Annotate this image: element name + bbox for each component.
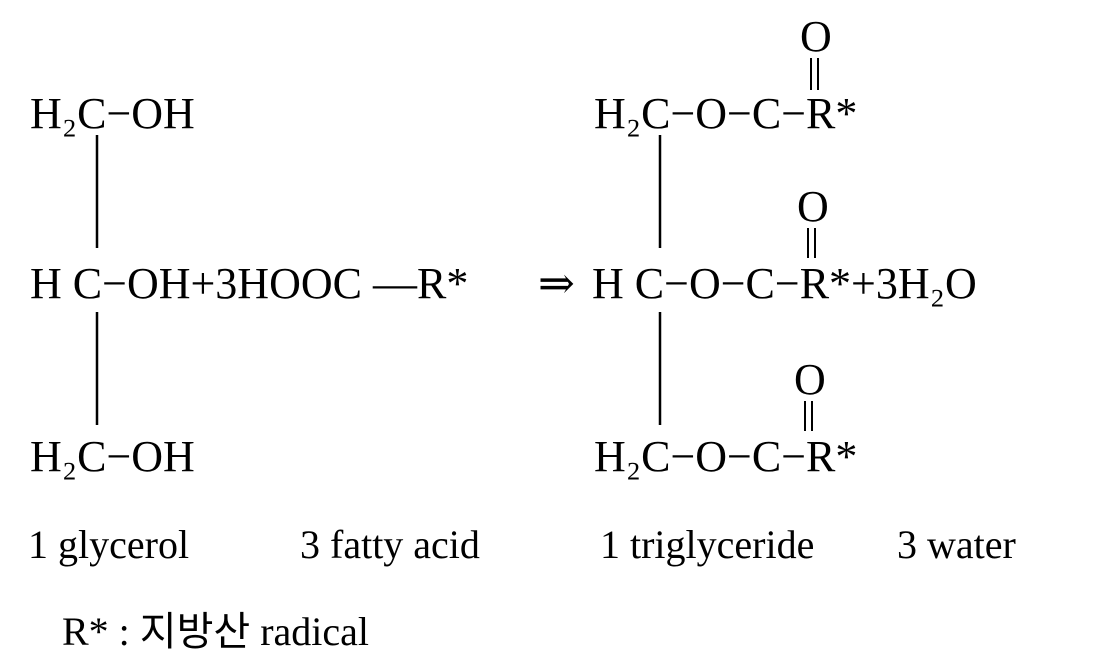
carbonyl-oxygen-bottom: O (794, 355, 826, 404)
reactant-row-bottom: H₂C−OH (30, 432, 195, 481)
label-triglyceride: 1 triglyceride (600, 522, 815, 567)
label-water: 3 water (897, 522, 1016, 567)
product-row-bottom: H₂C−O−C−R* (594, 432, 858, 481)
carbonyl-oxygen-top: O (800, 12, 832, 61)
product-row-top: H₂C−O−C−R* (594, 89, 858, 138)
footnote-r-radical: R* : 지방산 radical (62, 609, 370, 654)
label-fatty-acid: 3 fatty acid (300, 522, 480, 567)
carbonyl-oxygen-mid: O (797, 182, 829, 231)
reactant-row-mid: H C−OH+3HOOC ―R* (30, 259, 469, 308)
product-row-mid: H C−O−C−R*+3H₂O (592, 259, 977, 308)
reactant-row-top: H₂C−OH (30, 89, 195, 138)
reaction-arrow: ⇒ (538, 259, 575, 308)
label-glycerol: 1 glycerol (28, 522, 190, 567)
